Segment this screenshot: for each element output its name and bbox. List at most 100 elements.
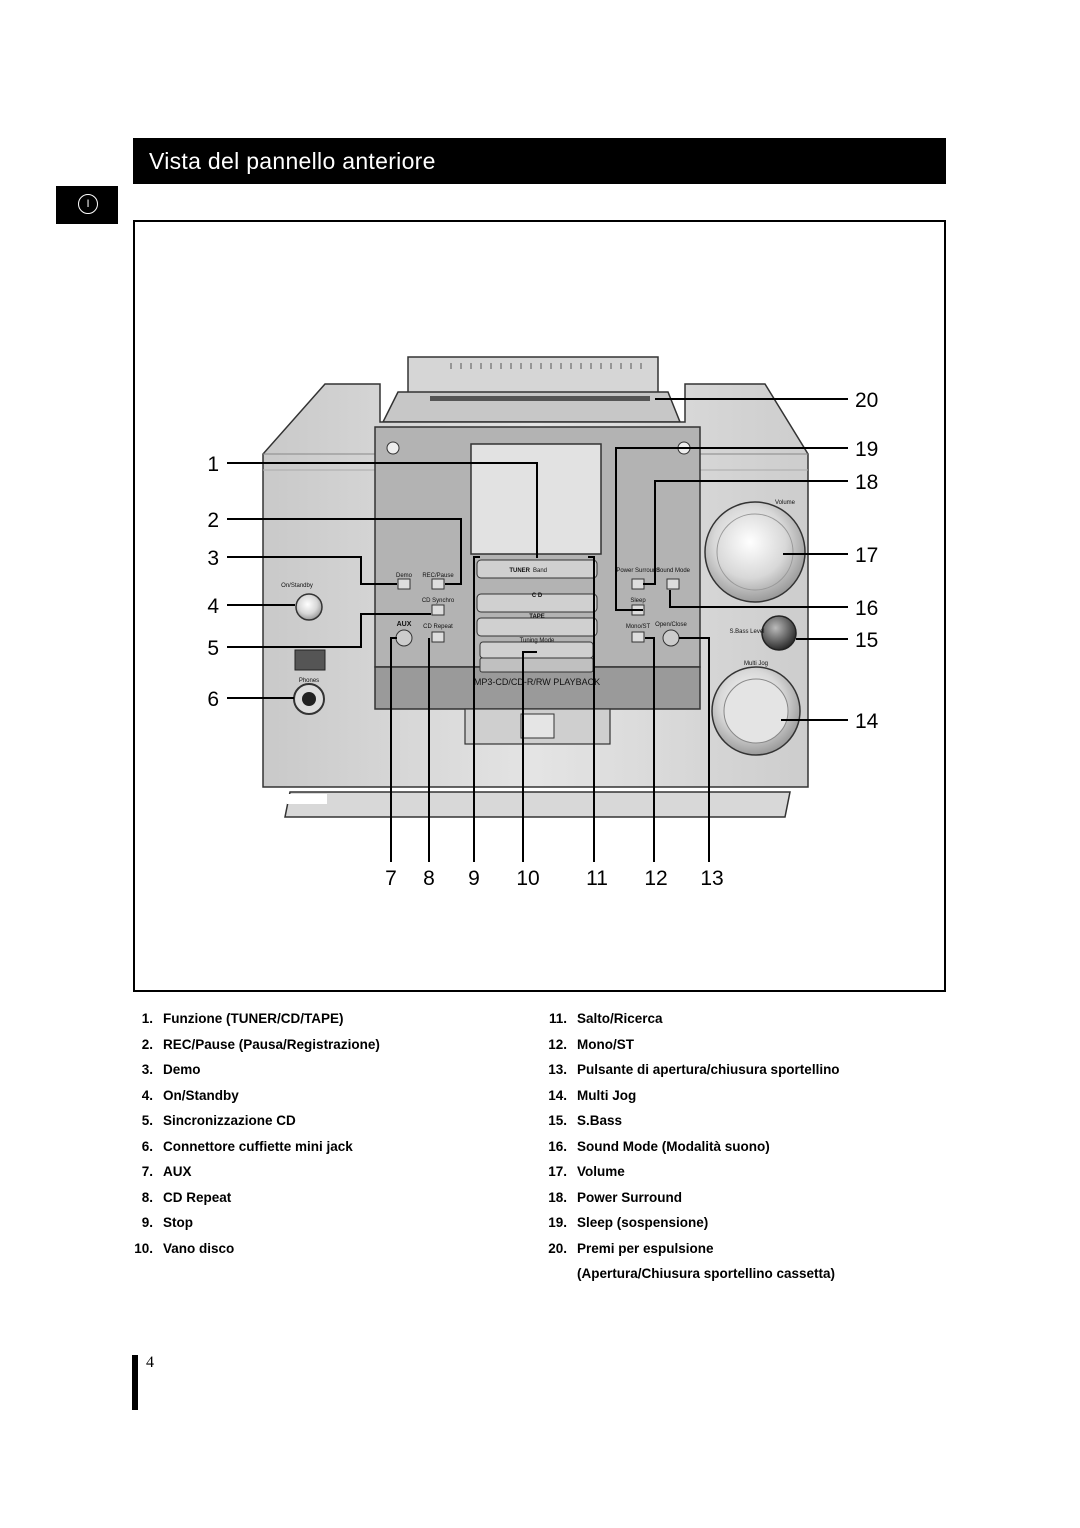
callout-19: 19 bbox=[855, 438, 878, 461]
legend-item: 17. Volume bbox=[548, 1163, 840, 1189]
legend-text: Sleep (sospensione) bbox=[577, 1215, 709, 1230]
label-rec-pause: REC/Pause bbox=[422, 573, 454, 579]
label-cd: C D bbox=[532, 593, 543, 599]
language-indicator: I bbox=[78, 194, 98, 214]
callout-6: 6 bbox=[207, 688, 219, 711]
legend-number: 16. bbox=[548, 1138, 567, 1154]
legend-item: 20. Premi per espulsione bbox=[548, 1240, 840, 1266]
callout-5: 5 bbox=[207, 637, 219, 660]
legend-item: 15.S.Bass bbox=[548, 1112, 840, 1138]
legend-number: 7. bbox=[141, 1164, 153, 1179]
label-tape: TAPE bbox=[529, 614, 545, 620]
callout-10: 10 bbox=[516, 867, 539, 890]
label-sound-mode: Sound Mode bbox=[656, 568, 691, 574]
callout-15: 15 bbox=[855, 629, 878, 652]
front-panel-illustration: On/Standby Phones Demo REC/Pause CD Sync… bbox=[207, 356, 879, 890]
label-aux: AUX bbox=[397, 621, 412, 628]
cd-synchro-button[interactable] bbox=[431, 604, 445, 616]
language-tab: I bbox=[56, 186, 118, 224]
aux-button[interactable] bbox=[395, 629, 413, 647]
legend-item: 12. Mono/ST bbox=[548, 1036, 840, 1062]
label-sbass-level: S.Bass Level bbox=[729, 629, 764, 635]
legend-item: 9. Stop bbox=[142, 1214, 380, 1240]
legend-number: 6. bbox=[141, 1138, 153, 1154]
callout-11: 11 bbox=[586, 867, 608, 890]
legend-item: 19. Sleep (sospensione) bbox=[548, 1214, 840, 1240]
legend-item: 4. On/Standby bbox=[142, 1087, 380, 1113]
function-buttons[interactable] bbox=[476, 559, 598, 673]
sound-mode-button[interactable] bbox=[666, 578, 680, 590]
cd-repeat-button[interactable] bbox=[431, 631, 445, 643]
legend-text: Sincronizzazione CD bbox=[163, 1113, 296, 1128]
legend-text: Stop bbox=[163, 1215, 193, 1230]
legend-text: Premi per espulsione bbox=[577, 1240, 714, 1256]
legend-item: 7.AUX bbox=[142, 1163, 380, 1189]
callout-14: 14 bbox=[855, 710, 879, 733]
callout-leader-lines bbox=[227, 398, 848, 862]
label-demo: Demo bbox=[396, 573, 413, 579]
legend-text: Multi Jog bbox=[577, 1087, 637, 1103]
label-multi-jog: Multi Jog bbox=[744, 661, 768, 667]
legend-item: 2.REC/Pause (Pausa/Registrazione) bbox=[142, 1036, 380, 1062]
section-title-bar: Vista del pannello anteriore bbox=[133, 138, 946, 184]
callout-17: 17 bbox=[855, 544, 878, 567]
label-volume: Volume bbox=[775, 500, 796, 506]
callout-18: 18 bbox=[855, 471, 878, 494]
label-power-surround: Power Surround bbox=[616, 568, 659, 574]
mono-st-button[interactable] bbox=[631, 631, 645, 643]
legend-text: Mono/ST bbox=[577, 1036, 634, 1052]
legend-number: 20. bbox=[548, 1240, 567, 1256]
demo-button[interactable] bbox=[397, 578, 411, 590]
legend-number: 9. bbox=[141, 1215, 153, 1230]
legend-text: Salto/Ricerca bbox=[577, 1011, 663, 1026]
legend-text: Sound Mode (Modalità suono) bbox=[577, 1138, 770, 1154]
on-standby-button[interactable] bbox=[295, 593, 323, 621]
legend-text: Connettore cuffiette mini jack bbox=[163, 1138, 353, 1154]
legend-text: Volume bbox=[577, 1164, 625, 1179]
legend-item: 14. Multi Jog bbox=[548, 1087, 840, 1113]
legend-text: Power Surround bbox=[577, 1189, 683, 1205]
legend-text: Demo bbox=[163, 1062, 201, 1077]
label-open-close: Open/Close bbox=[655, 622, 687, 628]
label-tuner: TUNER bbox=[509, 568, 530, 574]
legend-number: 14. bbox=[548, 1087, 567, 1103]
callout-7: 7 bbox=[385, 867, 397, 890]
legend-number: 4. bbox=[141, 1087, 153, 1103]
callout-20: 20 bbox=[855, 389, 878, 412]
headphone-indicator bbox=[294, 649, 326, 671]
legend-item: 1.Funzione (TUNER/CD/TAPE) bbox=[142, 1010, 380, 1036]
legend-item: 13.Pulsante di apertura/chiusura sportel… bbox=[548, 1061, 840, 1087]
legend-number: 17. bbox=[548, 1164, 567, 1179]
legend-text: CD Repeat bbox=[163, 1189, 232, 1205]
power-surround-button[interactable] bbox=[631, 578, 645, 590]
legend-number: 5. bbox=[141, 1113, 153, 1128]
label-tuning-mode: Tuning Mode bbox=[520, 638, 555, 644]
callout-3: 3 bbox=[207, 547, 219, 570]
legend-item: 5. Sincronizzazione CD bbox=[142, 1112, 380, 1138]
legend-text: Funzione (TUNER/CD/TAPE) bbox=[163, 1011, 344, 1026]
legend-number: 15. bbox=[548, 1113, 567, 1128]
rec-pause-button[interactable] bbox=[431, 578, 445, 590]
legend-item-continuation: (Apertura/Chiusura sportellino cassetta) bbox=[577, 1265, 840, 1291]
legend-text: Pulsante di apertura/chiusura sportellin… bbox=[577, 1062, 840, 1077]
open-close-button[interactable] bbox=[662, 629, 680, 647]
legend-text: On/Standby bbox=[163, 1087, 239, 1103]
callout-4: 4 bbox=[207, 595, 219, 618]
disc-tray bbox=[374, 666, 701, 710]
legend-item: 6. Connettore cuffiette mini jack bbox=[142, 1138, 380, 1164]
callout-9: 9 bbox=[468, 867, 480, 890]
sbass-knob[interactable] bbox=[761, 615, 797, 651]
legend-item: 16. Sound Mode (Modalità suono) bbox=[548, 1138, 840, 1164]
label-cd-synchro: CD Synchro bbox=[422, 598, 455, 604]
legend-number: 12. bbox=[548, 1036, 567, 1052]
legend-number: 19. bbox=[548, 1215, 567, 1230]
legend-right-column: 11.Salto/Ricerca 12.Mono/ST 13.Pulsante … bbox=[548, 1010, 840, 1291]
front-panel-figure: On/Standby Phones Demo REC/Pause CD Sync… bbox=[133, 220, 946, 992]
label-cd-repeat: CD Repeat bbox=[423, 624, 453, 630]
legend-item: 18.Power Surround bbox=[548, 1189, 840, 1215]
label-sleep: Sleep bbox=[630, 598, 646, 604]
legend-number: 10. bbox=[134, 1240, 153, 1256]
volume-knob[interactable] bbox=[704, 501, 806, 603]
label-band: Band bbox=[533, 568, 547, 574]
label-on-standby: On/Standby bbox=[281, 583, 313, 589]
